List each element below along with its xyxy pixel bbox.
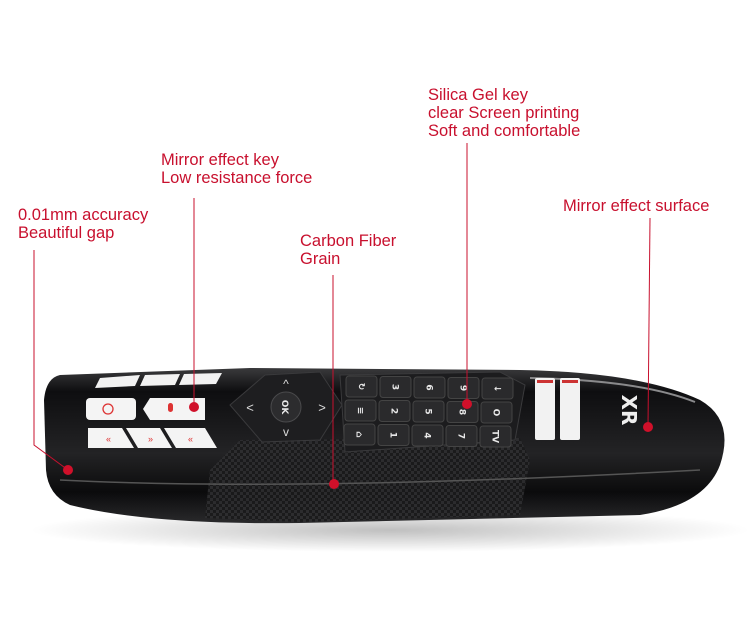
annotation-text: Low resistance force [161,169,313,187]
annotation-text: Grain [300,250,341,268]
annotation-text: 0.01mm accuracy [18,206,149,224]
keypad-key-label: ↓ [492,385,502,393]
keypad-key-label: 9 [458,385,468,391]
media-keys[interactable]: « » « [88,428,217,448]
skip-icon: « [106,434,111,444]
keypad-key-label: ↻ [356,383,366,391]
keypad-key[interactable] [345,375,378,398]
keypad-key-label: ⌂ [354,431,364,438]
annotation-text: Mirror effect surface [563,197,710,215]
annotation-mirror-surface: Mirror effect surface [563,197,709,215]
annotation-mirror-key: Mirror effect key Low resistance force [161,151,312,187]
brand-logo: XR [617,395,641,426]
edge-highlight [59,469,701,485]
keypad-key-label: 3 [390,384,400,390]
down-double-icon: » [148,434,153,444]
annotation-text: Beautiful gap [18,224,115,242]
keypad-key[interactable] [445,425,478,447]
keypad-key-label: TV [490,430,500,443]
annotation-carbon: Carbon Fiber Grain [300,232,396,268]
keypad-key-label: 1 [388,432,398,438]
marker-dot [329,479,339,489]
keypad-key[interactable] [413,376,446,399]
power-icon [102,403,114,415]
right-mirror-keys[interactable] [535,378,580,440]
keypad-key[interactable] [447,377,480,399]
carbon-fiber-panel [205,438,530,522]
left-arrow-button[interactable]: < [246,400,254,415]
keypad-key[interactable] [377,424,410,446]
keypad-key[interactable] [378,400,411,422]
keypad-key[interactable] [479,425,512,448]
annotation-text: Silica Gel key [428,86,528,104]
leader-lines [33,143,651,484]
up-double-icon: « [188,434,193,444]
mirror-surface-highlight [529,377,696,403]
down-arrow-button[interactable]: v [283,425,289,439]
keypad-key[interactable] [481,377,514,400]
ok-button[interactable] [270,391,302,423]
keypad-key[interactable] [344,399,377,422]
keypad-key-label: 6 [424,384,434,390]
marker-dot [189,402,199,412]
power-key[interactable] [86,398,136,420]
mic-key[interactable] [143,398,205,420]
keypad-key-label: 4 [422,432,432,438]
keypad-key[interactable] [343,423,376,446]
keypad-key-label: O [491,409,501,417]
keypad-key-label: ≡ [355,407,365,415]
mic-icon [168,403,173,412]
marker-dot [462,399,472,409]
marker-dot [63,465,73,475]
keypad: ↻ 3 6 9 ↓ ≡ 2 5 8 O ⌂ 1 4 7 TV [343,375,514,448]
annotation-gap: 0.01mm accuracy Beautiful gap [18,206,148,242]
keypad-key[interactable] [411,424,444,447]
annotation-text: Soft and comfortable [428,122,581,140]
keypad-key[interactable] [379,376,412,398]
annotation-silica: Silica Gel key clear Screen printing Sof… [428,86,580,140]
right-arrow-button[interactable]: > [318,400,326,415]
keypad-key-label: 8 [457,409,467,415]
up-arrow-button[interactable]: ^ [283,377,289,391]
keypad-key-label: 2 [389,408,399,414]
dpad: OK ^ v < > [229,371,343,443]
keypad-key-label: 5 [423,408,433,414]
keypad-key[interactable] [412,400,445,423]
annotation-text: Mirror effect key [161,151,279,169]
keypad-key[interactable] [480,401,513,424]
ok-label: OK [279,400,289,416]
marker-dot [643,422,653,432]
keypad-key-label: 7 [456,433,466,439]
top-mirror-keys [95,373,222,388]
annotation-text: Carbon Fiber [300,232,397,250]
annotation-text: clear Screen printing [428,104,580,122]
marker-dots [63,399,653,489]
